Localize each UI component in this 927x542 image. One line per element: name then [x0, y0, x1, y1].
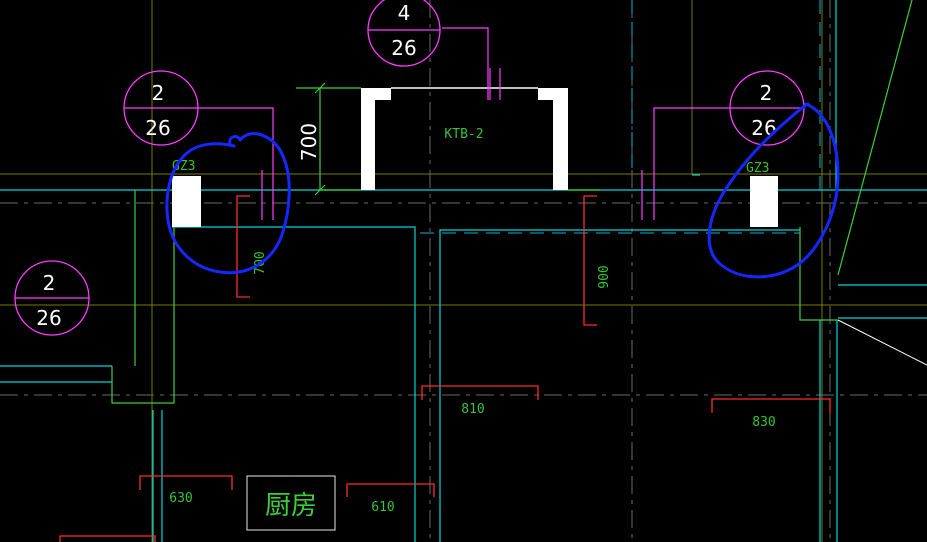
dashed-walls	[420, 0, 821, 234]
dimension-700-vertical	[296, 82, 361, 196]
callout-left[interactable]: 2 26	[14, 260, 90, 336]
blue-markup-loops	[165, 102, 840, 279]
column-left	[172, 176, 201, 227]
white-diagonal	[837, 319, 927, 366]
dim-810-label: 810	[461, 402, 484, 417]
callout-top[interactable]: 4 26	[367, 0, 441, 67]
callout-leaders	[198, 27, 730, 220]
room-label-text: 厨房	[265, 491, 317, 521]
gz3-right-label: GZ3	[746, 161, 769, 176]
markup-loop-left	[165, 132, 291, 275]
callout-upper-left-num: 2	[152, 81, 165, 105]
callout-left-den: 26	[36, 306, 61, 330]
callout-upper-right-den: 26	[751, 116, 776, 140]
callout-top-num: 4	[398, 1, 411, 25]
callout-upper-right[interactable]: 2 26	[729, 70, 805, 146]
callout-left-num: 2	[43, 271, 56, 295]
callout-top-den: 26	[391, 36, 416, 60]
callout-upper-right-num: 2	[760, 81, 773, 105]
dim-900-label: 900	[597, 265, 612, 288]
dim-610-label: 610	[371, 500, 394, 515]
ktb-wall	[361, 68, 568, 190]
callout-upper-left[interactable]: 2 26	[123, 70, 199, 146]
green-walls	[111, 0, 913, 404]
column-right	[750, 176, 778, 227]
dim-630-label: 630	[169, 491, 192, 506]
room-label-kitchen[interactable]: 厨房	[246, 475, 336, 531]
dim-700-big-label: 700	[297, 123, 321, 161]
callout-upper-left-den: 26	[145, 116, 170, 140]
dim-830-label: 830	[752, 415, 775, 430]
red-dimension-brackets	[59, 195, 831, 542]
ktb-label: KTB-2	[444, 127, 483, 142]
markup-loop-right	[707, 102, 840, 279]
